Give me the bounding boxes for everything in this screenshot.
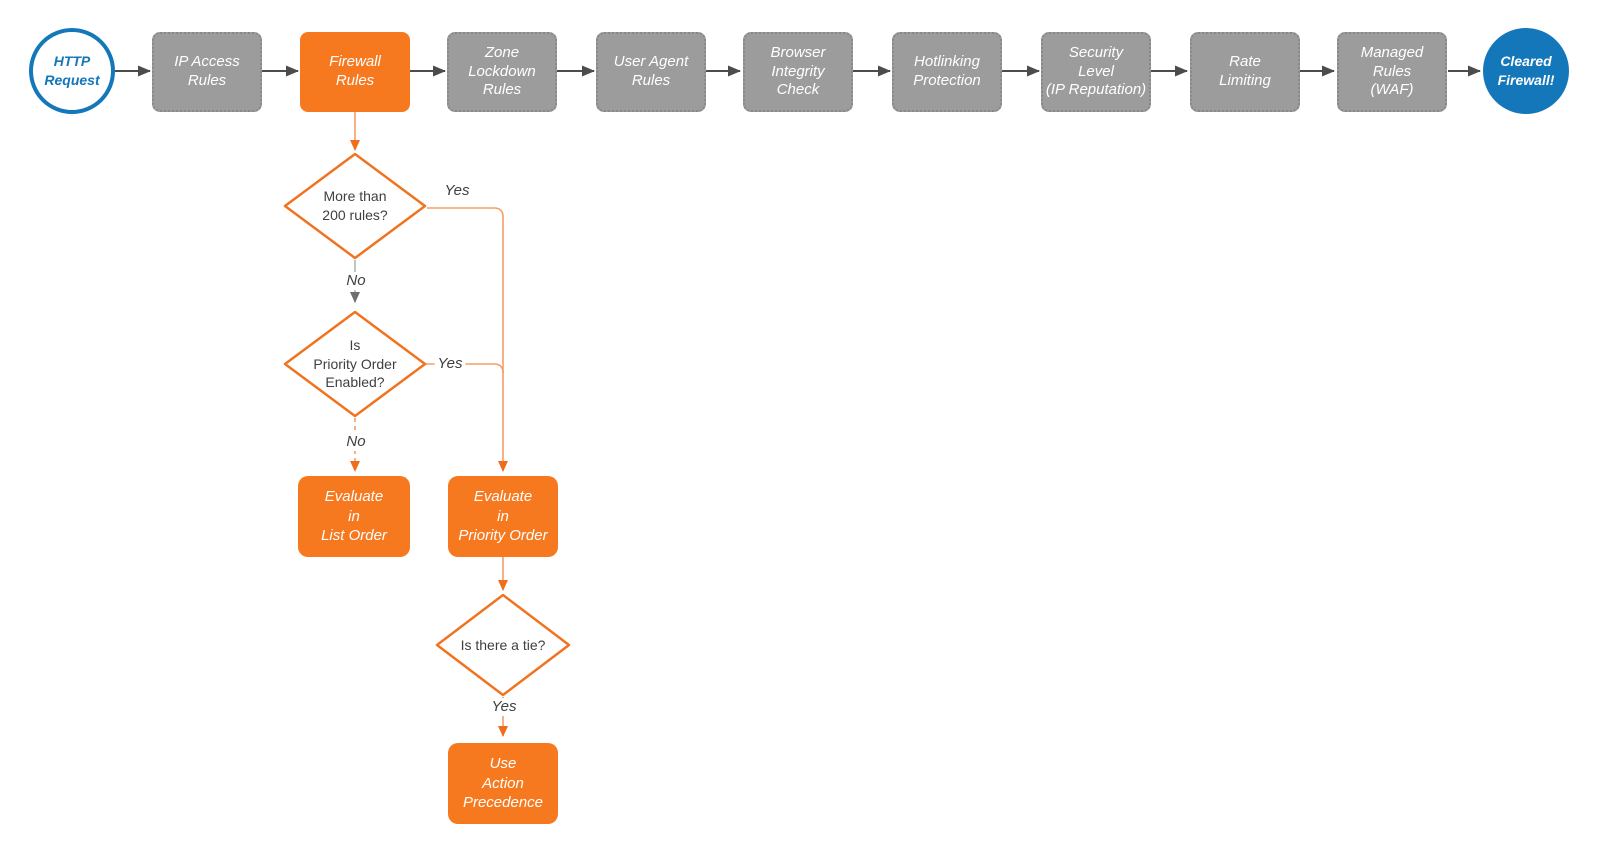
node-evaluate-in-list-order-label: Evaluate in List Order [321,488,387,545]
decision-more-than-200-rules: More than 200 rules? [283,152,427,260]
node-user-agent-rules: User Agent Rules [596,32,706,112]
node-ip-access-rules-label: IP Access Rules [174,53,240,89]
node-managed-rules-waf: Managed Rules (WAF) [1337,32,1447,112]
node-cleared-firewall-label: Cleared Firewall! [1497,53,1555,88]
edge-label-priority-enabled-no: No [343,433,369,451]
decision-is-there-a-tie-label: Is there a tie? [460,636,546,653]
node-security-level-label: Security Level (IP Reputation) [1045,43,1147,99]
connector-decision-priority-yes-join [426,363,504,374]
node-hotlinking-protection-label: Hotlinking Protection [913,53,981,89]
edge-label-200-rules-no: No [343,272,369,290]
decision-priority-order-enabled: Is Priority Order Enabled? [283,310,427,418]
diamond-shape [283,310,427,418]
node-hotlinking-protection: Hotlinking Protection [892,32,1002,112]
node-browser-integrity-check: Browser Integrity Check [743,32,853,112]
node-firewall-rules-label: Firewall Rules [329,53,381,89]
node-zone-lockdown-rules: Zone Lockdown Rules [447,32,557,112]
edge-label-200-rules-yes: Yes [441,182,473,200]
node-user-agent-rules-label: User Agent Rules [613,53,689,89]
edge-label-priority-enabled-yes: Yes [434,355,466,373]
node-rate-limiting: Rate Limiting [1190,32,1300,112]
node-zone-lockdown-rules-label: Zone Lockdown Rules [468,43,536,99]
node-evaluate-in-list-order: Evaluate in List Order [298,476,410,557]
node-ip-access-rules: IP Access Rules [152,32,262,112]
node-use-action-precedence-label: Use Action Precedence [462,755,544,812]
node-evaluate-in-priority-order: Evaluate in Priority Order [448,476,558,557]
connector-decision-200-yes-to-priority-order [427,207,508,472]
diamond-shape [283,152,427,260]
edge-label-tie-yes: Yes [488,698,520,716]
decision-priority-order-enabled-label: Is Priority Order Enabled? [313,336,397,391]
decision-is-there-a-tie: Is there a tie? [435,593,571,697]
node-firewall-rules: Firewall Rules [300,32,410,112]
node-security-level: Security Level (IP Reputation) [1041,32,1151,112]
node-cleared-firewall: Cleared Firewall! [1483,28,1569,114]
node-http-request: HTTP Request [29,28,115,114]
diamond-shape [435,593,571,697]
node-browser-integrity-check-label: Browser Integrity Check [770,43,826,99]
decision-more-than-200-rules-label: More than 200 rules? [322,188,388,223]
node-use-action-precedence: Use Action Precedence [448,743,558,824]
node-managed-rules-waf-label: Managed Rules (WAF) [1360,43,1424,99]
node-http-request-label: HTTP Request [44,53,100,88]
node-rate-limiting-label: Rate Limiting [1219,53,1271,89]
node-evaluate-in-priority-order-label: Evaluate in Priority Order [458,488,548,545]
